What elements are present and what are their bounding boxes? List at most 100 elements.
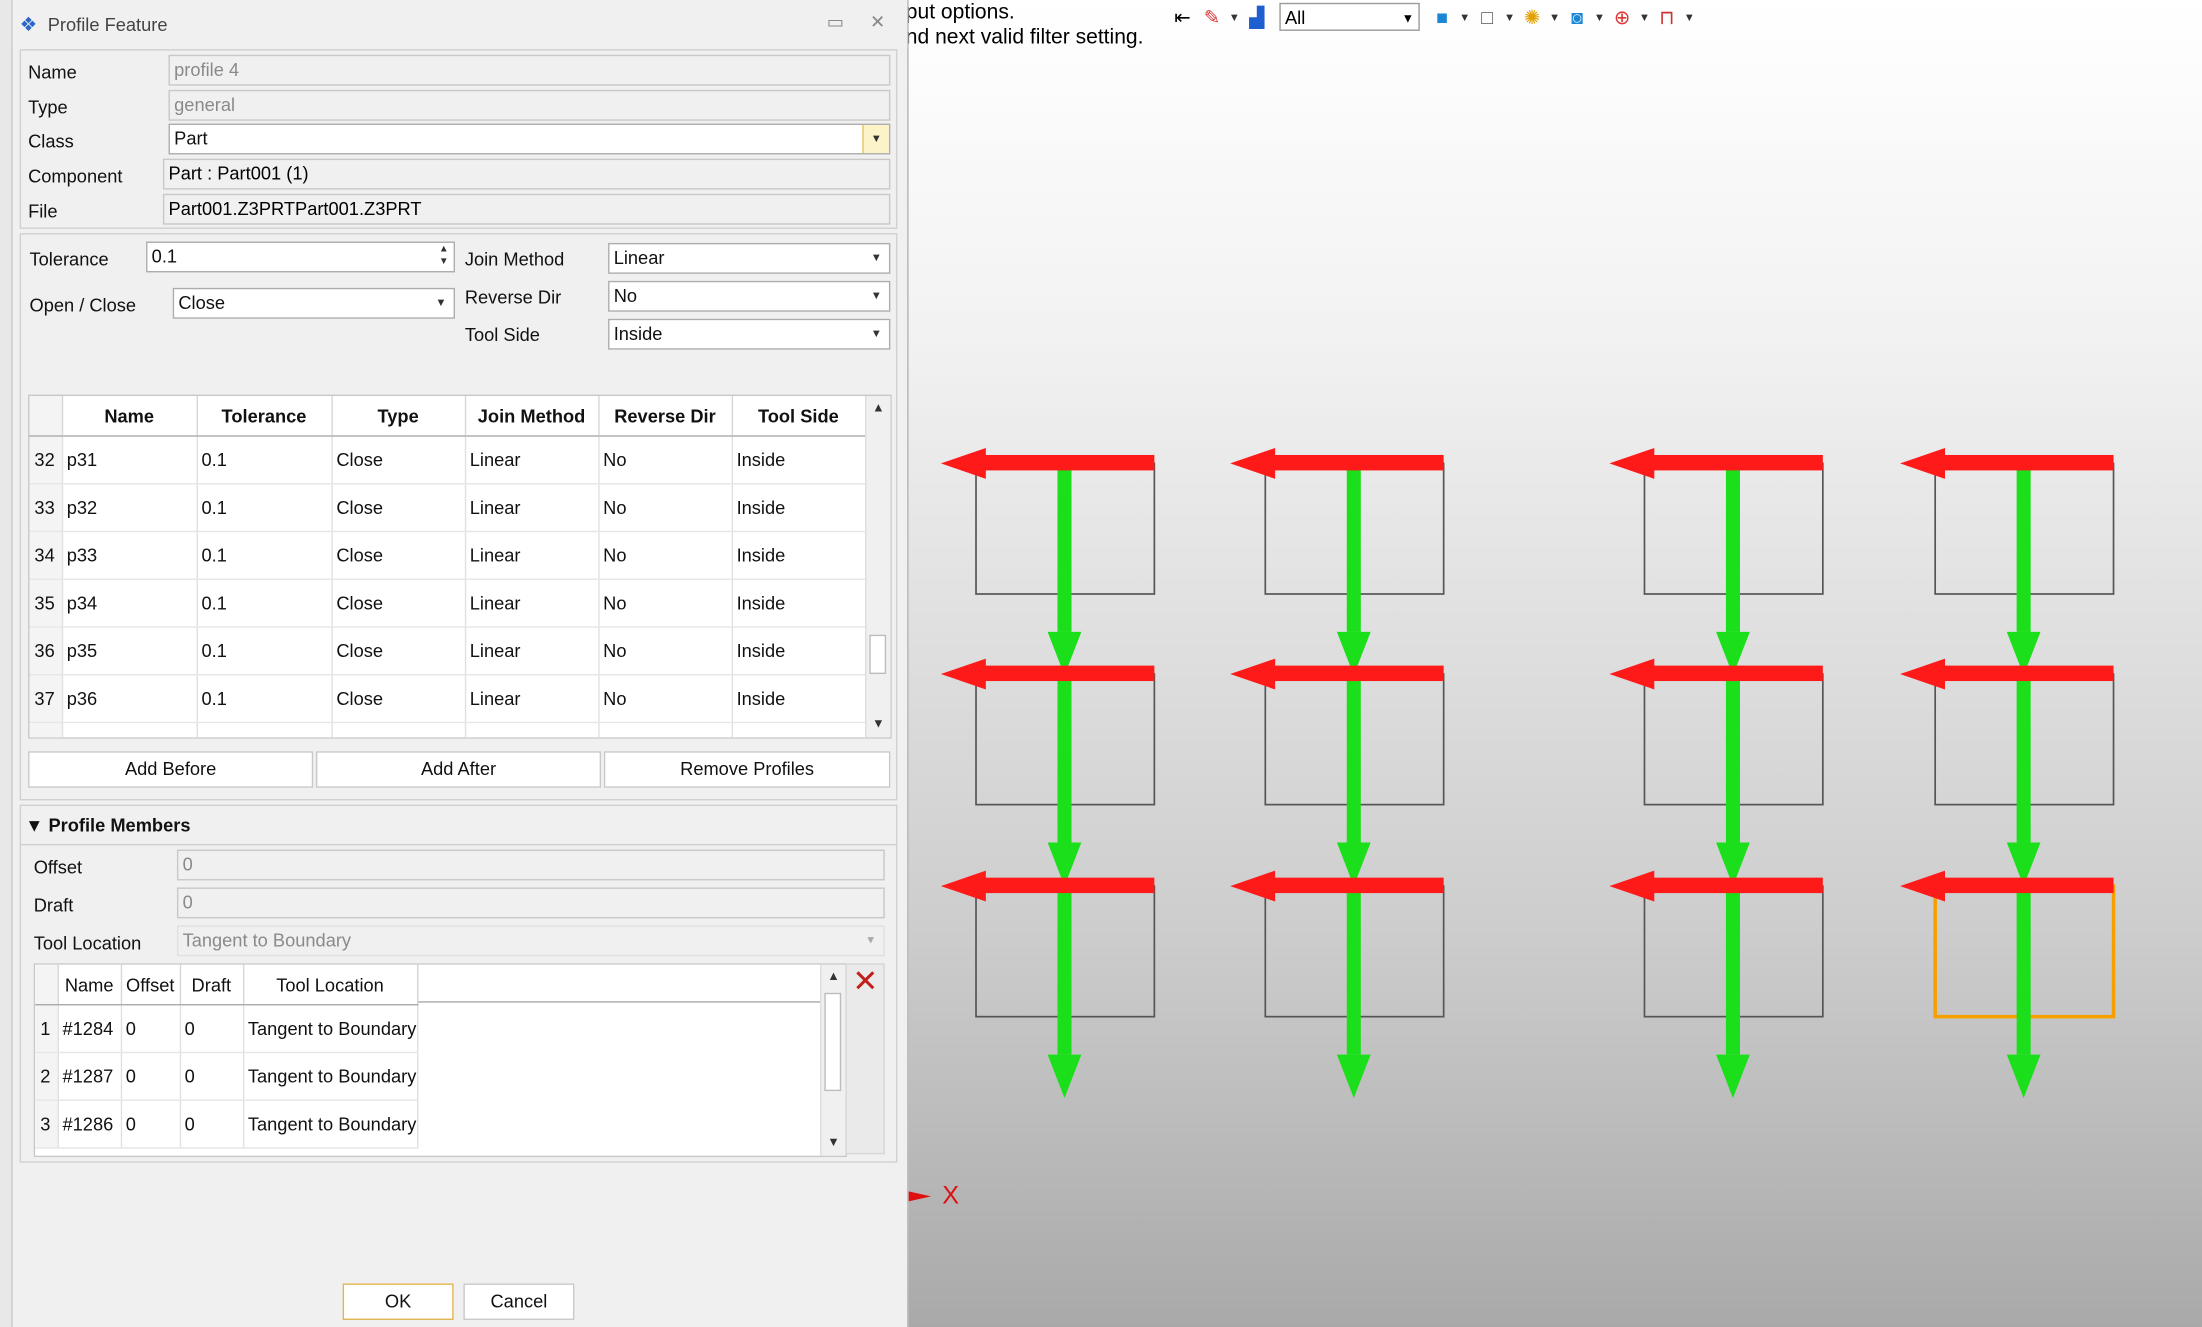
chevron-down-icon[interactable]: ▼ bbox=[1228, 10, 1240, 24]
cell-join[interactable]: Linear bbox=[464, 483, 599, 533]
cell-reverse[interactable]: No bbox=[598, 436, 733, 485]
cell-type[interactable]: Close bbox=[331, 483, 466, 533]
scroll-down-icon[interactable]: ▼ bbox=[872, 716, 885, 731]
column-header[interactable]: Draft bbox=[179, 964, 244, 1006]
shape-icon[interactable]: ✺ bbox=[1523, 5, 1541, 29]
cell-type[interactable]: Close bbox=[331, 722, 466, 738]
chevron-down-icon[interactable]: ▼ bbox=[1548, 10, 1561, 24]
cancel-button[interactable]: Cancel bbox=[463, 1283, 575, 1320]
cell-toolside[interactable]: Inside bbox=[731, 626, 866, 676]
cell-reverse[interactable]: No bbox=[598, 722, 733, 738]
target-icon[interactable]: ⊕ bbox=[1613, 5, 1631, 29]
cell-join[interactable]: Linear bbox=[464, 579, 599, 628]
column-header[interactable]: Name bbox=[61, 395, 198, 437]
chevron-down-icon[interactable]: ▼ bbox=[870, 289, 882, 302]
cell-tolerance[interactable]: 0.1 bbox=[196, 626, 333, 676]
cell-draft[interactable]: 0 bbox=[179, 1100, 244, 1149]
cell-name[interactable]: #1287 bbox=[57, 1052, 122, 1101]
cell-reverse[interactable]: No bbox=[598, 626, 733, 676]
scroll-thumb[interactable] bbox=[869, 634, 887, 675]
chevron-down-icon[interactable]: ▼ bbox=[1638, 10, 1650, 24]
cell-type[interactable]: Close bbox=[331, 626, 466, 676]
chevron-down-icon[interactable]: ▼ bbox=[870, 327, 882, 340]
column-header[interactable]: Tolerance bbox=[196, 395, 333, 437]
add-before-button[interactable]: Add Before bbox=[28, 751, 314, 788]
chevron-down-icon[interactable]: ▼ bbox=[435, 296, 447, 309]
close-icon[interactable]: ✕ bbox=[870, 11, 886, 33]
column-header[interactable]: Join Method bbox=[464, 395, 599, 437]
cell-name[interactable]: p31 bbox=[61, 436, 198, 485]
cell-tolerance[interactable]: 0.1 bbox=[196, 674, 333, 724]
cell-type[interactable]: Close bbox=[331, 674, 466, 724]
comment-icon[interactable]: ▭ bbox=[826, 11, 845, 33]
cell-offset[interactable]: 0 bbox=[120, 1004, 181, 1054]
cell-offset[interactable]: 0 bbox=[120, 1052, 181, 1101]
profiles-table-scrollbar[interactable]: ▲ ▼ bbox=[865, 395, 891, 738]
cell-name[interactable]: p35 bbox=[61, 626, 198, 676]
cell-join[interactable]: Linear bbox=[464, 674, 599, 724]
cell-join[interactable]: Linear bbox=[464, 626, 599, 676]
table-row[interactable]: 32 p31 0.1 Close Linear No Inside bbox=[29, 436, 866, 485]
cell-type[interactable]: Close bbox=[331, 579, 466, 628]
column-header[interactable]: Offset bbox=[120, 964, 181, 1006]
column-header[interactable]: Reverse Dir bbox=[598, 395, 733, 437]
filter-icon[interactable]: ▟ bbox=[1249, 5, 1265, 29]
chevron-down-icon[interactable]: ▼ bbox=[1593, 10, 1606, 24]
cell-type[interactable]: Close bbox=[331, 436, 466, 485]
tool-side-combo[interactable]: Inside ▼ bbox=[608, 318, 891, 350]
remove-profiles-button[interactable]: Remove Profiles bbox=[603, 751, 891, 788]
cell-name[interactable]: #1284 bbox=[57, 1004, 122, 1054]
cell-join[interactable]: Linear bbox=[464, 722, 599, 738]
solid-view-icon[interactable]: ■ bbox=[1436, 5, 1449, 29]
table-row[interactable]: 1 #1284 0 0 Tangent to Boundary bbox=[35, 1004, 418, 1054]
cell-reverse[interactable]: No bbox=[598, 674, 733, 724]
scroll-up-icon[interactable]: ▲ bbox=[827, 968, 840, 983]
cell-join[interactable]: Linear bbox=[464, 531, 599, 580]
table-row[interactable]: 35 p34 0.1 Close Linear No Inside bbox=[29, 579, 866, 628]
cell-offset[interactable]: 0 bbox=[120, 1100, 181, 1149]
cell-draft[interactable]: 0 bbox=[179, 1004, 244, 1054]
table-row[interactable]: 33 p32 0.1 Close Linear No Inside bbox=[29, 483, 866, 533]
cell-tolerance[interactable]: 0.1 bbox=[196, 436, 333, 485]
ok-button[interactable]: OK bbox=[342, 1283, 454, 1320]
scroll-thumb[interactable] bbox=[824, 992, 842, 1092]
spin-arrows-icon[interactable]: ▲▼ bbox=[438, 244, 449, 267]
cell-tool-location[interactable]: Tangent to Boundary bbox=[242, 1052, 418, 1101]
cell-name[interactable]: p37 bbox=[61, 722, 198, 738]
cell-type[interactable]: Close bbox=[331, 531, 466, 580]
column-header[interactable]: Tool Location bbox=[242, 964, 418, 1006]
column-header[interactable]: Name bbox=[57, 964, 122, 1006]
cell-name[interactable]: p33 bbox=[61, 531, 198, 580]
chevron-down-icon[interactable]: ▼ bbox=[870, 251, 882, 264]
members-table-scrollbar[interactable]: ▲ ▼ bbox=[820, 964, 846, 1156]
cell-toolside[interactable]: Inside bbox=[731, 579, 866, 628]
table-row[interactable]: 34 p33 0.1 Close Linear No Inside bbox=[29, 531, 866, 580]
column-header[interactable]: Tool Side bbox=[731, 395, 866, 437]
join-method-combo[interactable]: Linear ▼ bbox=[608, 242, 891, 274]
cell-toolside[interactable]: Inside bbox=[731, 722, 866, 738]
cell-join[interactable]: Linear bbox=[464, 436, 599, 485]
cell-tolerance[interactable]: 0.1 bbox=[196, 722, 333, 738]
wireframe-view-icon[interactable]: □ bbox=[1481, 5, 1494, 29]
cell-name[interactable]: p34 bbox=[61, 579, 198, 628]
cell-name[interactable]: p36 bbox=[61, 674, 198, 724]
table-row[interactable]: 38 p37 0.1 Close Linear No Inside bbox=[29, 722, 866, 738]
cell-toolside[interactable]: Inside bbox=[731, 436, 866, 485]
cell-tolerance[interactable]: 0.1 bbox=[196, 531, 333, 580]
chevron-down-icon[interactable]: ▼ bbox=[862, 124, 889, 154]
column-header[interactable]: Type bbox=[331, 395, 466, 437]
face-icon[interactable]: ◙ bbox=[1571, 5, 1584, 29]
cell-reverse[interactable]: No bbox=[598, 483, 733, 533]
class-combo[interactable]: Part ▼ bbox=[168, 123, 891, 155]
table-row[interactable]: 2 #1287 0 0 Tangent to Boundary bbox=[35, 1052, 418, 1101]
chevron-down-icon[interactable]: ▼ bbox=[1683, 10, 1695, 24]
exit-icon[interactable]: ⇤ bbox=[1174, 5, 1191, 29]
pick-tool-icon[interactable]: ✎ bbox=[1203, 5, 1221, 29]
cell-tool-location[interactable]: Tangent to Boundary bbox=[242, 1100, 418, 1149]
cell-reverse[interactable]: No bbox=[598, 579, 733, 628]
table-row[interactable]: 36 p35 0.1 Close Linear No Inside bbox=[29, 626, 866, 676]
scroll-down-icon[interactable]: ▼ bbox=[827, 1134, 840, 1149]
cell-draft[interactable]: 0 bbox=[179, 1052, 244, 1101]
graphics-viewport[interactable]: put options. nd next valid filter settin… bbox=[905, 0, 2202, 1327]
cell-toolside[interactable]: Inside bbox=[731, 531, 866, 580]
